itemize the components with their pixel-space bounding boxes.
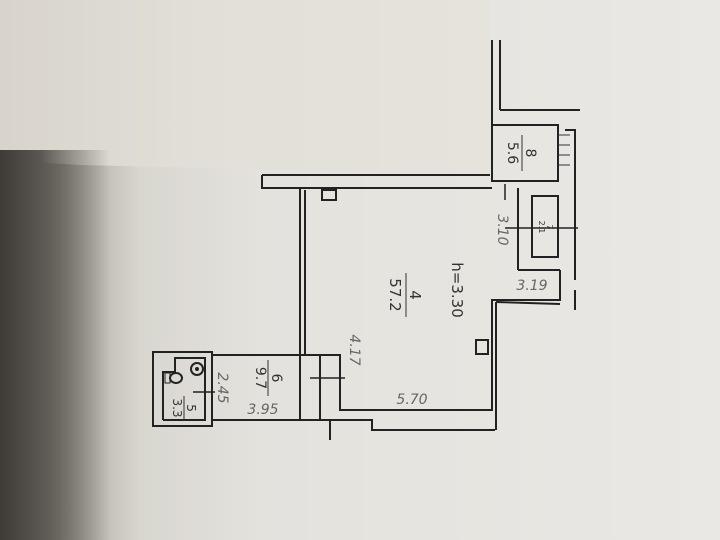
room-number: 8	[522, 149, 538, 158]
dimension-corridor-length: 3.10	[494, 214, 510, 245]
room-area: 9.7	[252, 367, 268, 389]
room-5-label: 5 3.3	[170, 396, 198, 420]
room-6-label: 6 9.7	[252, 360, 284, 396]
room-number: 6	[268, 374, 284, 383]
finger-shadow	[0, 150, 110, 540]
room-7-label: 7 2.1	[537, 221, 554, 234]
walls	[152, 40, 580, 440]
room-area: 2.1	[537, 221, 546, 234]
room-number: 5	[184, 404, 198, 412]
dimension-room4-width: 5.70	[396, 392, 427, 408]
room-area: 5.6	[504, 142, 520, 164]
dimension-room6-depth: 2.45	[214, 372, 230, 403]
room-number: 7	[545, 224, 554, 229]
room-area: 3.3	[170, 398, 184, 417]
dimension-room6-width: 3.95	[247, 402, 278, 418]
overlapping-paper-sheet	[0, 0, 490, 175]
room-number: 4	[406, 290, 424, 300]
dimension-room4-step: 4.17	[346, 334, 362, 365]
room-4-label: 4 57.2	[386, 273, 424, 317]
dimension-corridor-width: 3.19	[516, 278, 547, 294]
room-area: 57.2	[386, 278, 404, 311]
room-8-label: 8 5.6	[504, 135, 538, 171]
ceiling-height: h=3.30	[448, 262, 466, 317]
